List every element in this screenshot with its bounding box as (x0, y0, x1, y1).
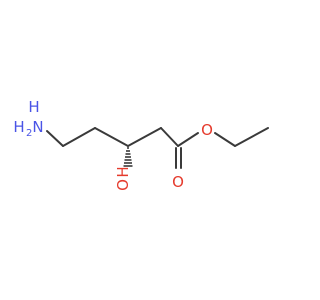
hashed-wedge-bond (123, 147, 133, 167)
ester-o-label: O (201, 121, 213, 139)
bond-c3-c2 (127, 127, 162, 147)
amino-subscript-2: 2 (26, 128, 32, 139)
bond-ch2-ch3 (234, 127, 269, 147)
bond-c5-c4 (62, 127, 96, 147)
bond-ester-o-ch2 (214, 132, 236, 147)
bond-c4-c3 (94, 127, 129, 147)
hydroxyl-group: H O (114, 166, 132, 191)
hydroxyl-o-label: O (114, 179, 132, 191)
amino-h2-label: H (13, 118, 24, 136)
bond-n-c5 (46, 130, 64, 147)
hydroxyl-h-label: H (114, 166, 132, 177)
bonds (46, 127, 269, 169)
carbonyl-o-label: O (172, 173, 184, 191)
molecule-structure: H N H 2 H O O O (13, 98, 269, 191)
amino-n-label: N (32, 118, 43, 136)
amino-h-label: H (28, 98, 39, 116)
bond-c2-c1 (160, 127, 179, 147)
bond-c1-ester-o (177, 132, 199, 147)
amino-group: H N H 2 (13, 98, 43, 139)
ester-group: O O (172, 121, 213, 191)
